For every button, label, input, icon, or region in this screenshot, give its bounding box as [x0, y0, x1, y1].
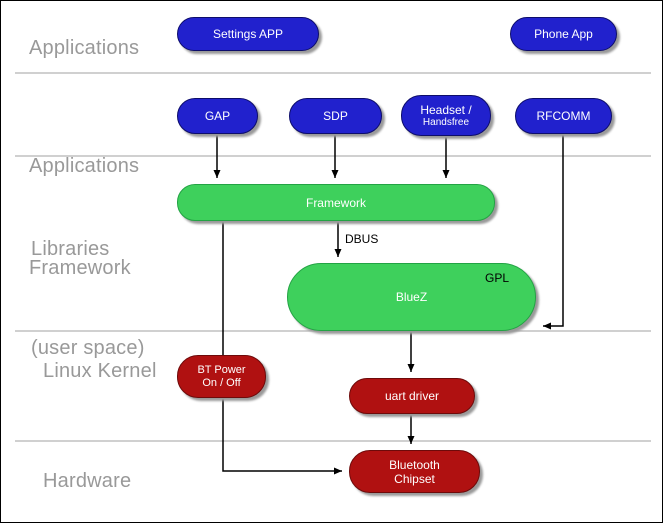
arrow-rfcomm-to-bluez	[543, 134, 564, 330]
layer-label-line: Applications	[29, 155, 140, 177]
layer-label-line: (user space)	[31, 337, 145, 359]
node-label: Headset /	[420, 102, 472, 117]
node-headset-handsfree: Headset / Handsfree	[401, 95, 491, 136]
gpl-license-label: GPL	[484, 271, 509, 285]
layer-label-linux-kernel: Linux Kernel	[43, 360, 157, 382]
node-framework: Framework	[177, 184, 495, 221]
node-label: RFCOMM	[536, 109, 591, 123]
node-label: BT Power	[197, 363, 246, 376]
node-label: Framework	[305, 195, 366, 210]
layer-label-line: Framework	[29, 257, 131, 279]
layer-label-applications: Applications	[29, 37, 140, 59]
node-label: SDP	[323, 109, 348, 123]
node-gap: GAP	[177, 98, 258, 134]
node-label: GAP	[204, 109, 231, 123]
node-bluez: GPL BlueZ	[287, 263, 536, 331]
node-settings-app: Settings APP	[177, 17, 319, 51]
node-label: uart driver	[384, 389, 440, 403]
node-label: Bluetooth	[389, 457, 440, 472]
node-bluetooth-chipset: Bluetooth Chipset	[349, 450, 480, 493]
node-rfcomm: RFCOMM	[515, 98, 612, 134]
node-label: BlueZ	[395, 290, 428, 304]
node-uart-driver: uart driver	[349, 378, 475, 414]
node-sdp: SDP	[289, 98, 382, 134]
node-bt-power: BT Power On / Off	[177, 355, 266, 398]
node-phone-app: Phone App	[510, 17, 617, 51]
node-label: Settings APP	[212, 27, 284, 41]
node-label: Handsfree	[422, 116, 470, 128]
layer-label-line: Libraries	[31, 238, 110, 260]
arrow-framework-via-btpower-to-chipset	[222, 222, 342, 475]
layer-label-libraries: Libraries (user space)	[31, 167, 145, 431]
node-label: Phone App	[534, 27, 593, 41]
node-label: On / Off	[202, 376, 241, 389]
dbus-edge-label: DBUS	[345, 232, 379, 246]
layer-label-applications-framework: Applications Framework	[29, 81, 139, 353]
layer-label-hardware: Hardware	[43, 470, 132, 492]
node-label: Chipset	[394, 471, 435, 486]
